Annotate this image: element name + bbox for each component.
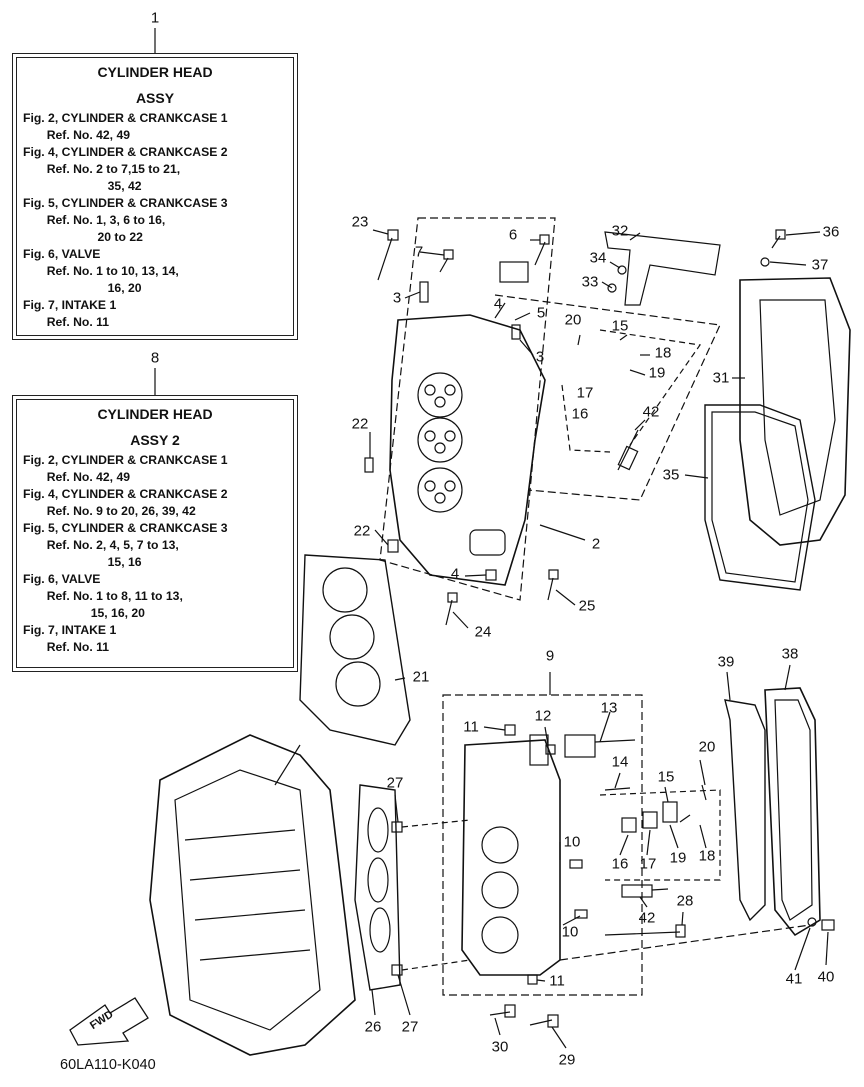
callout-27: 27 — [401, 1018, 419, 1036]
callout-20: 20 — [564, 311, 582, 329]
box1-subtitle: ASSY — [135, 90, 175, 106]
box2-subtitle: ASSY 2 — [130, 432, 180, 448]
callout-14: 14 — [611, 753, 629, 771]
box2-line: Ref. No. 1 to 8, 11 to 13, — [23, 589, 183, 603]
callout-37: 37 — [811, 256, 829, 274]
callout-10: 10 — [563, 833, 581, 851]
callout-42: 42 — [642, 403, 660, 421]
box2-line: Fig. 7, INTAKE 1 — [23, 623, 117, 637]
callout-20: 20 — [698, 738, 716, 756]
callout-4: 4 — [450, 565, 460, 583]
callout-17: 17 — [639, 855, 657, 873]
callout-4: 4 — [493, 295, 503, 313]
callout-2: 2 — [591, 535, 601, 553]
callout-10: 10 — [561, 923, 579, 941]
box1-line: Ref. No. 11 — [23, 315, 110, 329]
box1-ref-number: 1 — [150, 9, 160, 27]
drawing-code: 60LA110-K040 — [60, 1057, 156, 1073]
callout-11: 11 — [549, 972, 565, 990]
box2-title: CYLINDER HEAD — [97, 406, 213, 422]
callout-12: 12 — [534, 707, 552, 725]
callout-32: 32 — [611, 222, 629, 240]
callout-15: 15 — [611, 317, 629, 335]
callout-34: 34 — [589, 249, 607, 267]
callout-22: 22 — [351, 415, 369, 433]
callout-25: 25 — [578, 597, 596, 615]
callout-19: 19 — [648, 364, 666, 382]
callout-29: 29 — [558, 1051, 576, 1069]
callout-13: 13 — [600, 699, 618, 717]
callout-3: 3 — [535, 348, 545, 366]
box1-title: CYLINDER HEAD — [97, 64, 213, 80]
callout-24: 24 — [474, 623, 492, 641]
callout-16: 16 — [571, 405, 589, 423]
box1-line: Ref. No. 1, 3, 6 to 16, — [23, 213, 166, 227]
callout-35: 35 — [662, 466, 680, 484]
box1-line: Fig. 4, CYLINDER & CRANKCASE 2 — [23, 145, 228, 159]
box2-line: 15, 16, 20 — [23, 606, 145, 620]
box2-line: Fig. 5, CYLINDER & CRANKCASE 3 — [23, 521, 228, 535]
box2-line: Fig. 2, CYLINDER & CRANKCASE 1 — [23, 453, 228, 467]
callout-40: 40 — [817, 968, 835, 986]
box1-line: 35, 42 — [23, 179, 142, 193]
box2-line: Ref. No. 11 — [23, 640, 110, 654]
callout-26: 26 — [364, 1018, 382, 1036]
box1-line: Fig. 7, INTAKE 1 — [23, 298, 117, 312]
callout-16: 16 — [611, 855, 629, 873]
callout-5: 5 — [536, 304, 546, 322]
callout-11: 11 — [463, 718, 479, 736]
callout-36: 36 — [822, 223, 840, 241]
box1-line: Fig. 2, CYLINDER & CRANKCASE 1 — [23, 111, 228, 125]
box1-line: 20 to 22 — [23, 230, 143, 244]
callout-15: 15 — [657, 768, 675, 786]
callout-39: 39 — [717, 653, 735, 671]
box1-inner-frame — [16, 57, 294, 336]
box2-line: Fig. 4, CYLINDER & CRANKCASE 2 — [23, 487, 228, 501]
parts-assy-box-1: CYLINDER HEAD ASSY Fig. 2, CYLINDER & CR… — [12, 53, 298, 340]
callout-31: 31 — [712, 369, 730, 387]
box1-line: Ref. No. 42, 49 — [23, 128, 131, 142]
box2-inner-frame — [16, 399, 294, 668]
callout-6: 6 — [508, 226, 518, 244]
callout-33: 33 — [581, 273, 599, 291]
callout-21: 21 — [412, 668, 430, 686]
box2-ref-number: 8 — [150, 349, 160, 367]
callout-18: 18 — [698, 847, 716, 865]
callout-18: 18 — [654, 344, 672, 362]
callout-22: 22 — [353, 522, 371, 540]
callout-41: 41 — [785, 970, 803, 988]
box2-line: 15, 16 — [23, 555, 142, 569]
callout-9: 9 — [545, 647, 555, 665]
box1-line: 16, 20 — [23, 281, 142, 295]
callout-28: 28 — [676, 892, 694, 910]
callout-3: 3 — [392, 289, 402, 307]
box2-line: Fig. 6, VALVE — [23, 572, 101, 586]
callout-19: 19 — [669, 849, 687, 867]
box2-line: Ref. No. 9 to 20, 26, 39, 42 — [23, 504, 196, 518]
callout-30: 30 — [491, 1038, 509, 1056]
callout-23: 23 — [351, 213, 369, 231]
box1-line: Fig. 6, VALVE — [23, 247, 101, 261]
box2-line: Ref. No. 2, 4, 5, 7 to 13, — [23, 538, 179, 552]
box2-line: Ref. No. 42, 49 — [23, 470, 131, 484]
callout-27: 27 — [386, 774, 404, 792]
callout-38: 38 — [781, 645, 799, 663]
callout-7: 7 — [414, 243, 424, 261]
box1-line: Fig. 5, CYLINDER & CRANKCASE 3 — [23, 196, 228, 210]
parts-assy-box-2: CYLINDER HEAD ASSY 2 Fig. 2, CYLINDER & … — [12, 395, 298, 672]
box1-line: Ref. No. 2 to 7,15 to 21, — [23, 162, 181, 176]
callout-42: 42 — [638, 909, 656, 927]
box1-line: Ref. No. 1 to 10, 13, 14, — [23, 264, 179, 278]
callout-17: 17 — [576, 384, 594, 402]
